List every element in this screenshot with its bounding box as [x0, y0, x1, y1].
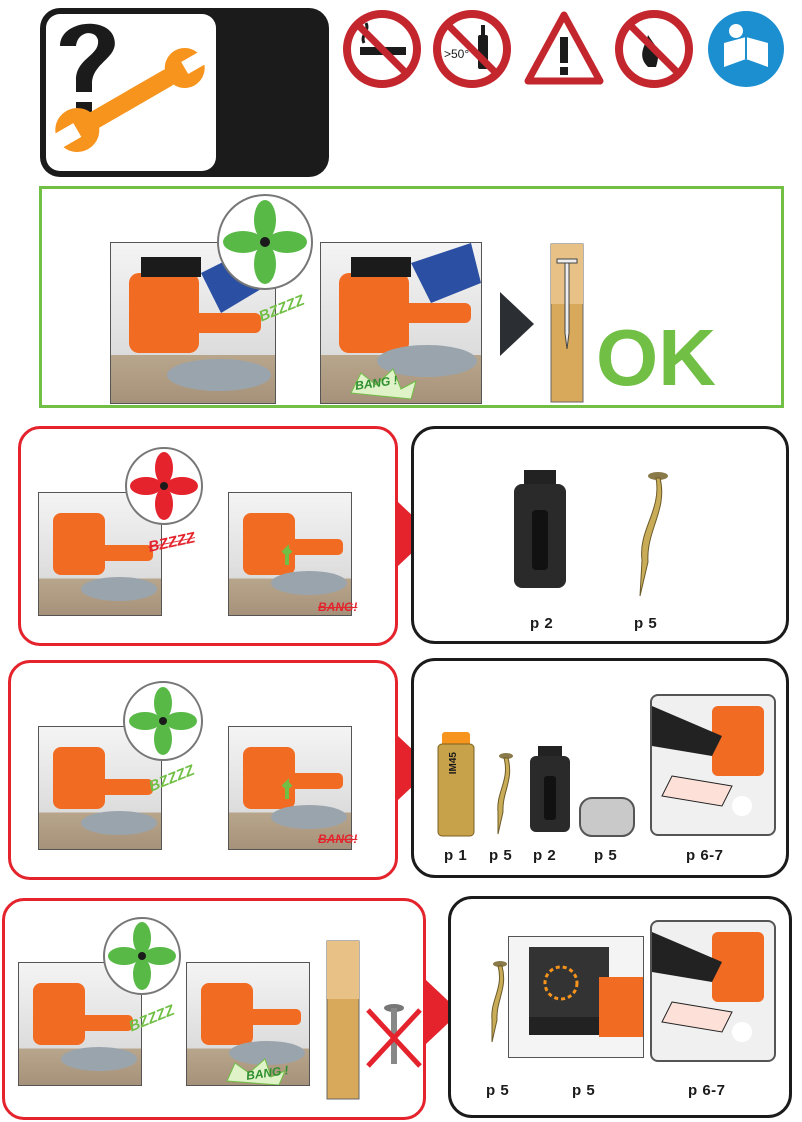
- row1-tool-photo-fire: [228, 492, 352, 616]
- row1-ref-battery: p 2: [530, 615, 554, 632]
- row1-remedy-panel: [411, 426, 789, 644]
- row2-fan-spinning-icon: [122, 680, 204, 762]
- row3-ref-nail: p 5: [486, 1082, 510, 1099]
- header-icon-box: [46, 14, 216, 171]
- row2-maintenance-photo: [650, 694, 776, 836]
- row2-bent-nail-icon: [490, 752, 514, 841]
- arrow-right-icon: [500, 292, 534, 361]
- bent-nail-icon: [628, 470, 668, 605]
- row1-fire-sound-label: BANG!: [318, 600, 358, 614]
- nosepiece-photo: [508, 936, 644, 1058]
- ok-result-label: OK: [596, 313, 716, 402]
- row2-battery-icon: [528, 746, 572, 839]
- row3-fan-spinning-icon: [102, 916, 182, 996]
- battery-icon: [510, 470, 570, 595]
- row2-ref-nail: p 5: [489, 847, 513, 864]
- row3-maintenance-photo: [650, 920, 776, 1062]
- row1-ref-nail: p 5: [634, 615, 658, 632]
- filter-icon: [578, 796, 636, 843]
- gas-cartridge-icon: [436, 732, 476, 843]
- wood-block-icon: [326, 940, 360, 1100]
- row2-tool-photo-fire: [228, 726, 352, 850]
- row2-ref-cartridge: p 1: [444, 847, 468, 864]
- tool-photo-fire: [320, 242, 482, 404]
- warning-icon: [524, 9, 604, 89]
- fan-stopped-icon: [124, 446, 204, 526]
- row3-bent-nail-icon: [484, 960, 508, 1049]
- no-heat-above-50-icon: >50°: [432, 9, 512, 89]
- row3-tool-photo-fire: [186, 962, 310, 1086]
- no-smoking-icon: [342, 9, 422, 89]
- row2-fire-sound-label: BANG!: [318, 832, 358, 846]
- read-manual-icon: [706, 9, 786, 89]
- row2-ref-maintenance: p 6-7: [686, 847, 724, 864]
- fan-spinning-icon: [215, 192, 315, 292]
- nail-not-driven-icon: [364, 1000, 424, 1077]
- cartridge-label: IM45: [448, 752, 459, 775]
- row2-ref-filter: p 5: [594, 847, 618, 864]
- row3-ref-maintenance: p 6-7: [688, 1082, 726, 1099]
- nail-in-wood-icon: [550, 243, 584, 403]
- wrench-icon: [50, 48, 209, 152]
- no-open-flame-icon: [614, 9, 694, 89]
- row2-ref-battery: p 2: [533, 847, 557, 864]
- row3-tool-photo-fan: [18, 962, 142, 1086]
- row3-ref-nosepiece: p 5: [572, 1082, 596, 1099]
- heat-limit-label: >50°: [444, 47, 470, 61]
